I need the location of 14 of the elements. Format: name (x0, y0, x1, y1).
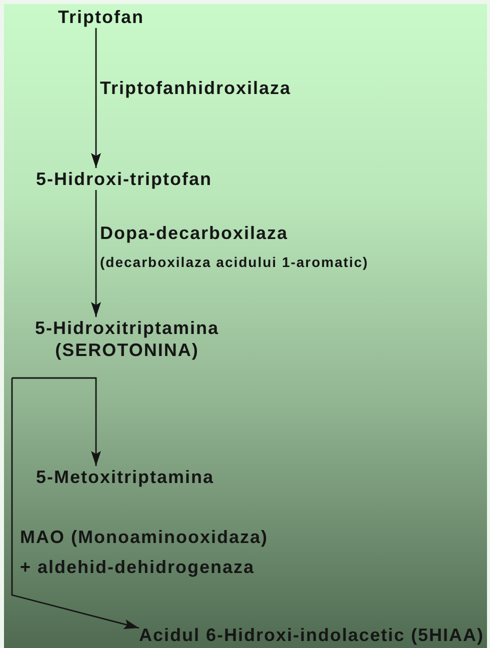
arrow (91, 190, 101, 317)
arrow (12, 377, 101, 466)
compound-name: 5-Hidroxitriptamina (35, 317, 220, 339)
compound-name: Acidul 6-Hidroxi-indolacetic (5HIAA) (139, 624, 484, 646)
enzyme-label: MAO (Monoaminooxidaza) + aldehid-dehidrogenaza (20, 526, 269, 579)
enzyme-label: Triptofanhidroxilaza (100, 77, 292, 99)
enzyme-note: (decarboxilaza acidului 1-aromatic) (100, 253, 368, 271)
arrow (11, 378, 140, 630)
compound-subtitle: (SEROTONINA) (55, 339, 199, 361)
compound-name: 5-Metoxitriptamina (36, 466, 214, 488)
compound-name: 5-Hidroxi-triptofan (36, 168, 212, 190)
compound-name: Triptofan (58, 6, 144, 28)
arrow (91, 28, 101, 168)
enzyme-label: Dopa-decarboxilaza (100, 222, 288, 244)
